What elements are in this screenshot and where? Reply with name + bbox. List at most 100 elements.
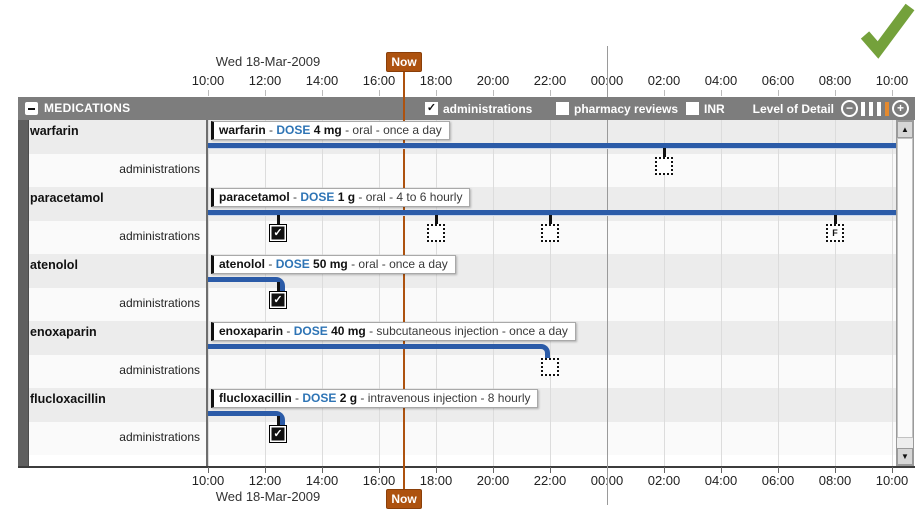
row-background xyxy=(28,120,896,154)
green-checkmark-icon xyxy=(860,3,915,59)
filter-label: pharmacy reviews xyxy=(574,101,679,116)
grid-line xyxy=(379,120,380,466)
prescription-bar[interactable] xyxy=(208,344,550,358)
administrations-label: administrations xyxy=(119,430,200,444)
tick-label-top: 04:00 xyxy=(704,73,738,88)
row-background xyxy=(28,221,896,254)
tick-mark-bottom xyxy=(721,467,722,473)
row-background xyxy=(28,254,896,288)
level-bar-4 xyxy=(885,101,889,116)
administration-pending-icon[interactable] xyxy=(541,224,559,242)
prescription-bar[interactable] xyxy=(208,143,896,148)
scrollbar-thumb[interactable] xyxy=(897,138,913,438)
tick-mark-bottom xyxy=(493,467,494,473)
medication-name: atenolol xyxy=(30,258,78,272)
prescription-bar[interactable] xyxy=(208,411,285,425)
tick-mark-bottom xyxy=(265,467,266,473)
up-arrow-icon: ▲ xyxy=(901,125,909,134)
tick-label-top: 02:00 xyxy=(647,73,681,88)
tick-mark-top xyxy=(322,90,323,96)
tick-label-top: 10:00 xyxy=(875,73,909,88)
tick-mark-bottom xyxy=(208,467,209,473)
grid-line xyxy=(265,120,266,466)
tick-label-top: 18:00 xyxy=(419,73,453,88)
dose-summary-box[interactable]: atenolol - DOSE 50 mg - oral - once a da… xyxy=(211,255,456,274)
filter-INR[interactable]: INR xyxy=(686,101,725,116)
dose-summary-box[interactable]: flucloxacillin - DOSE 2 g - intravenous … xyxy=(211,389,539,408)
zoom-out-icon[interactable]: − xyxy=(841,100,858,117)
collapse-section-button[interactable] xyxy=(25,102,38,115)
administration-tick xyxy=(277,416,280,425)
grid-line xyxy=(550,120,551,466)
administration-pending-icon[interactable] xyxy=(427,224,445,242)
administration-given-checkbox-icon[interactable]: ✓ xyxy=(269,224,287,242)
tick-mark-top xyxy=(892,90,893,96)
scroll-up-button[interactable]: ▲ xyxy=(897,121,913,138)
grid-line xyxy=(664,120,665,466)
tick-label-bottom: 00:00 xyxy=(579,473,635,488)
administration-pending-icon[interactable] xyxy=(655,157,673,175)
tick-label-top: 22:00 xyxy=(533,73,567,88)
administration-pending-icon[interactable] xyxy=(541,358,559,376)
axis-date-bottom: Wed 18-Mar-2009 xyxy=(215,489,321,504)
level-bar-3 xyxy=(877,101,881,116)
grid-line xyxy=(208,120,209,466)
tick-label-bottom: 14:00 xyxy=(305,473,339,488)
dose-summary-box[interactable]: enoxaparin - DOSE 40 mg - subcutaneous i… xyxy=(211,322,576,341)
administration-pending-icon[interactable]: F xyxy=(826,224,844,242)
now-indicator-line xyxy=(403,70,405,490)
tick-mark-top xyxy=(493,90,494,96)
tick-label-top: 00:00 xyxy=(579,73,635,88)
medication-name: warfarin xyxy=(30,124,79,138)
tick-label-bottom: 20:00 xyxy=(476,473,510,488)
administration-tick xyxy=(549,215,552,224)
tick-label-bottom: 10:00 xyxy=(875,473,909,488)
down-arrow-icon: ▼ xyxy=(901,452,909,461)
administration-given-checkbox-icon[interactable]: ✓ xyxy=(269,425,287,443)
section-title: MEDICATIONS xyxy=(44,101,131,115)
dose-summary-box[interactable]: warfarin - DOSE 4 mg - oral - once a day xyxy=(211,121,450,140)
tick-mark-top xyxy=(379,90,380,96)
tick-label-bottom: 04:00 xyxy=(704,473,738,488)
tick-label-bottom: 02:00 xyxy=(647,473,681,488)
tick-label-top: 10:00 xyxy=(191,73,225,88)
tick-mark-bottom xyxy=(778,467,779,473)
administration-tick xyxy=(435,215,438,224)
dose-summary-box[interactable]: paracetamol - DOSE 1 g - oral - 4 to 6 h… xyxy=(211,188,471,207)
administration-given-checkbox-icon[interactable]: ✓ xyxy=(269,291,287,309)
zoom-in-icon[interactable]: + xyxy=(892,100,909,117)
medications-header-bar: MEDICATIONS ✓administrations pharmacy rev… xyxy=(18,97,915,120)
level-of-detail-label: Level of Detail xyxy=(752,101,834,116)
scroll-down-button[interactable]: ▼ xyxy=(897,448,913,465)
grid-line xyxy=(322,120,323,466)
administrations-label: administrations xyxy=(119,363,200,377)
tick-label-bottom: 10:00 xyxy=(191,473,225,488)
grid-line xyxy=(778,120,779,466)
filter-pharmacy-reviews[interactable]: pharmacy reviews xyxy=(556,101,678,116)
label-column-divider xyxy=(206,120,208,466)
filter-label: INR xyxy=(704,101,725,116)
administrations-label: administrations xyxy=(119,162,200,176)
prescription-bar[interactable] xyxy=(208,277,285,291)
tick-mark-bottom xyxy=(550,467,551,473)
grid-line xyxy=(721,120,722,466)
tick-label-bottom: 08:00 xyxy=(818,473,852,488)
tick-label-bottom: 06:00 xyxy=(761,473,795,488)
row-background xyxy=(28,422,896,455)
tick-mark-top xyxy=(835,90,836,96)
checkbox-icon[interactable] xyxy=(556,102,569,115)
tick-label-top: 12:00 xyxy=(248,73,282,88)
administrations-label: administrations xyxy=(119,229,200,243)
prescription-bar[interactable] xyxy=(208,210,896,215)
row-background xyxy=(28,154,896,187)
vertical-scrollbar[interactable]: ▲ ▼ xyxy=(896,120,914,466)
checkbox-icon[interactable] xyxy=(686,102,699,115)
tick-label-top: 20:00 xyxy=(476,73,510,88)
now-badge-top: Now xyxy=(386,52,422,72)
checkbox-icon[interactable]: ✓ xyxy=(425,102,438,115)
grid-line xyxy=(835,120,836,466)
filter-administrations[interactable]: ✓administrations xyxy=(425,101,532,116)
tick-mark-bottom xyxy=(835,467,836,473)
grid-line xyxy=(436,120,437,466)
